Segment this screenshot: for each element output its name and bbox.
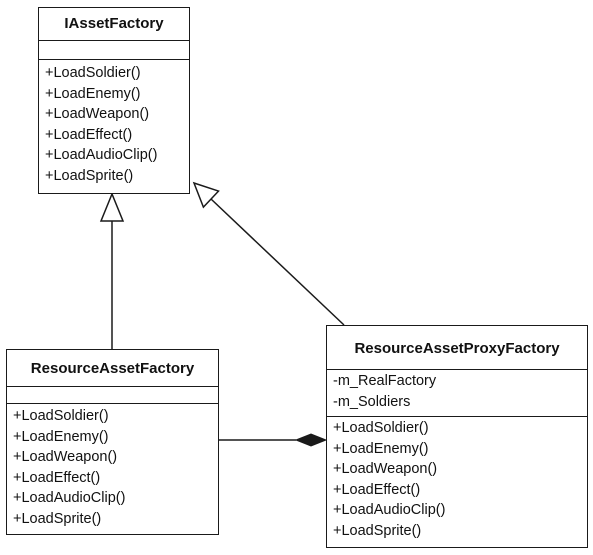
- method-row: +LoadEffect(): [333, 481, 421, 498]
- attribute-row: -m_RealFactory: [333, 373, 437, 389]
- attributes-section: [7, 387, 218, 404]
- class-iassetfactory: IAssetFactory +LoadSoldier() +LoadEnemy(…: [38, 7, 190, 194]
- class-resourceassetfactory: ResourceAssetFactory +LoadSoldier() +Loa…: [6, 349, 219, 535]
- attributes-section: [39, 41, 189, 60]
- method-row: +LoadAudioClip(): [333, 502, 446, 518]
- generalization-line-proxy: [210, 198, 345, 326]
- generalization-arrowhead-proxy: [192, 181, 220, 209]
- attributes-section: -m_RealFactory -m_Soldiers: [327, 370, 587, 417]
- method-row: +LoadEffect(): [13, 469, 101, 486]
- class-name: ResourceAssetFactory: [7, 350, 218, 387]
- methods-section: +LoadSoldier() +LoadEnemy() +LoadWeapon(…: [327, 417, 587, 541]
- methods-section: +LoadSoldier() +LoadEnemy() +LoadWeapon(…: [7, 404, 218, 529]
- class-name: IAssetFactory: [39, 8, 189, 41]
- method-row: +LoadWeapon(): [333, 461, 438, 477]
- class-name: ResourceAssetProxyFactory: [327, 326, 587, 370]
- attribute-row: -m_Soldiers: [333, 393, 411, 410]
- method-row: +LoadSoldier(): [45, 65, 141, 81]
- method-row: +LoadEnemy(): [333, 440, 429, 457]
- method-row: +LoadSprite(): [13, 510, 102, 527]
- composition-diamond: [294, 433, 328, 447]
- method-row: +LoadEnemy(): [13, 428, 109, 445]
- method-row: +LoadEnemy(): [45, 85, 141, 102]
- method-row: +LoadEffect(): [45, 126, 133, 143]
- method-row: +LoadWeapon(): [45, 106, 150, 122]
- method-row: +LoadAudioClip(): [45, 147, 158, 163]
- method-row: +LoadSprite(): [45, 167, 134, 184]
- method-row: +LoadWeapon(): [13, 449, 118, 465]
- method-row: +LoadAudioClip(): [13, 490, 126, 506]
- method-row: +LoadSoldier(): [13, 408, 109, 424]
- method-row: +LoadSoldier(): [333, 420, 429, 436]
- method-row: +LoadSprite(): [333, 522, 422, 539]
- methods-section: +LoadSoldier() +LoadEnemy() +LoadWeapon(…: [39, 60, 189, 186]
- generalization-arrowhead-resource: [99, 192, 125, 222]
- class-resourceassetproxyfactory: ResourceAssetProxyFactory -m_RealFactory…: [326, 325, 588, 548]
